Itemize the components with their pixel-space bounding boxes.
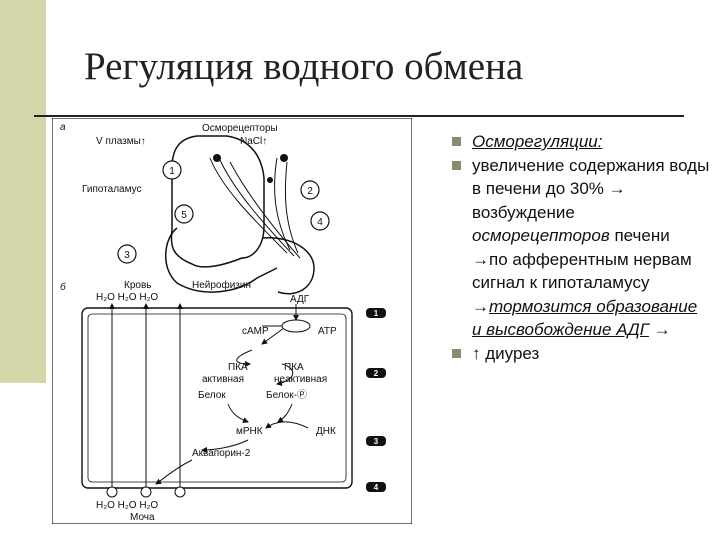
step-badge-2	[366, 368, 386, 378]
step-badge-4-label: 4	[374, 483, 379, 492]
pka-left-label: ПКА	[228, 362, 248, 373]
bullet-1-text: Осморегуляции:	[472, 132, 603, 151]
aquaporin-channel	[106, 486, 118, 498]
bullet-2-text-start: увеличение содержания воды в печени до 3…	[472, 155, 710, 222]
marker-3-label: 3	[124, 250, 130, 261]
cell-inner-outline	[87, 313, 347, 483]
osmoreceptors-label: Осморецепторы	[202, 123, 278, 134]
aquaporin-channel	[140, 486, 152, 498]
neuron-body	[213, 154, 221, 162]
title-rule	[34, 115, 684, 117]
marker-4-label: 4	[317, 217, 323, 228]
bullet-2-text-underlined: тормозится образование и высвобождение А…	[472, 296, 698, 340]
part-a-label: а	[60, 122, 66, 133]
adh-receptor	[281, 319, 311, 333]
marker-3	[117, 244, 137, 264]
step-badge-2-label: 2	[374, 369, 379, 378]
plasma-label: V плазмы↑	[96, 136, 146, 147]
step-badge-3	[366, 436, 386, 446]
pka-active-label: активная	[202, 374, 244, 385]
aquaporin-channel	[174, 486, 186, 498]
step-badge-4	[366, 482, 386, 492]
bullet-square-icon	[452, 348, 461, 358]
atp-label: ATP	[318, 326, 337, 337]
bullet-3-text: ↑ диурез	[472, 343, 540, 363]
urine-label: Моча	[130, 512, 155, 523]
pka-right-label: ПКА	[284, 362, 304, 373]
cell-outline	[81, 307, 353, 489]
marker-4	[310, 211, 330, 231]
marker-2	[300, 180, 320, 200]
protein-p-label: Белок-Ⓟ	[266, 389, 307, 401]
bullet-2-text-middle: печени →по афферентным нервам сигнал к г…	[472, 226, 692, 316]
camp-label: cAMP	[242, 326, 269, 337]
neuron-body	[267, 177, 273, 183]
bullet-2-text-end: →	[648, 320, 671, 339]
pka-inactive-label: неактивная	[274, 374, 327, 385]
bullet-square-icon	[452, 160, 461, 170]
marker-1	[162, 160, 182, 180]
dna-label: ДНК	[316, 426, 336, 437]
bullet-2-text-italic: осморецепторов	[472, 226, 610, 245]
bullet-list: Осморегуляции: увеличение содержания вод…	[450, 130, 710, 365]
figure-frame	[52, 118, 412, 524]
marker-2-label: 2	[307, 186, 313, 197]
neuron-body	[280, 154, 288, 162]
step-badge-3-label: 3	[374, 437, 379, 446]
mrna-label: мРНК	[236, 426, 263, 437]
neurohypophysis-label: Нейрофизин	[192, 279, 251, 291]
water-top-label: H₂O H₂O H₂O	[96, 292, 158, 303]
anterior-pituitary-shape	[164, 227, 278, 293]
part-b-label: б	[60, 281, 66, 293]
marker-5	[174, 204, 194, 224]
hypothalamus-shape	[170, 135, 265, 268]
left-accent-bar	[0, 0, 46, 383]
adh-label: АДГ	[290, 294, 310, 305]
adh-regulation-figure: 1 2 3 4 5 а V плазмы↑ Осморецепторы NaCl…	[52, 118, 412, 524]
bullet-item: ↑ диурез	[450, 342, 710, 366]
slide-title: Регуляция водного обмена	[84, 45, 524, 88]
aquaporin-label: Аквапорин-2	[192, 448, 251, 459]
blood-label: Кровь	[124, 280, 151, 291]
hypothalamus-label: Гипоталамус	[82, 184, 142, 195]
nacl-label: NaCl↑	[240, 136, 267, 147]
bullet-item: увеличение содержания воды в печени до 3…	[450, 154, 710, 342]
step-badge-1-label: 1	[374, 309, 379, 318]
bullet-item: Осморегуляции:	[450, 130, 710, 154]
protein-label: Белок	[198, 390, 226, 401]
water-bottom-label: H₂O H₂O H₂O	[96, 500, 158, 511]
marker-1-label: 1	[169, 166, 175, 177]
marker-5-label: 5	[181, 210, 187, 221]
bullet-square-icon	[452, 137, 461, 146]
step-badge-1	[366, 308, 386, 318]
